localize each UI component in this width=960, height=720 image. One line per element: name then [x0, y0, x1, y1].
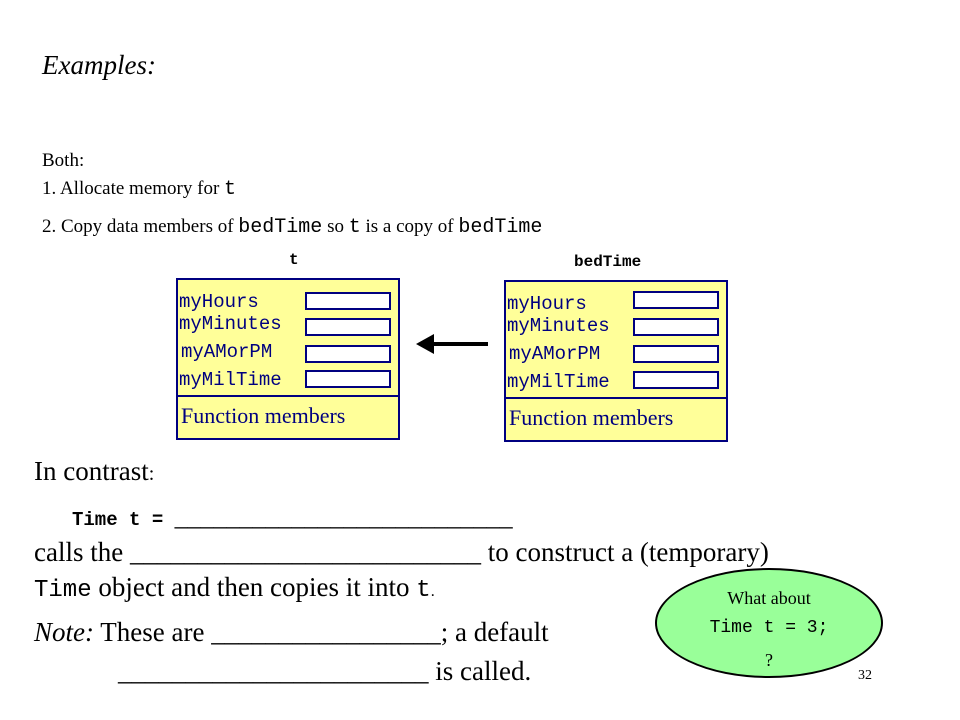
- contrast-code-line: Time t = __________________________: [72, 502, 513, 532]
- page-number: 32: [858, 668, 872, 683]
- calls-blank: __________________________: [129, 537, 481, 567]
- step-2-code-a: bedTime: [238, 216, 323, 239]
- member-label: myHours: [507, 293, 587, 315]
- copy-arrow-shaft: [430, 342, 488, 346]
- object-box-bedtime: myHours myMinutes myAMorPM myMilTime Fun…: [504, 280, 728, 442]
- note-label: Note:: [34, 617, 94, 647]
- member-value-slot: [633, 345, 719, 363]
- member-value-slot: [305, 345, 391, 363]
- note-blank-2: _______________________: [118, 656, 429, 686]
- question-bubble: What about Time t = 3; ?: [655, 568, 883, 678]
- function-members-label: Function members: [181, 403, 346, 428]
- member-label: myMilTime: [507, 371, 610, 393]
- step-2-text-c: is a copy of: [360, 216, 459, 237]
- member-label: myHours: [179, 291, 259, 313]
- note-text-c: is called.: [428, 656, 532, 686]
- step-2: 2. Copy data members of bedTime so t is …: [42, 216, 542, 239]
- both-label: Both:: [42, 150, 85, 171]
- note-text-b: ; a default: [440, 617, 549, 647]
- bubble-line-3: ?: [765, 650, 773, 670]
- member-value-slot: [305, 292, 391, 310]
- divider: [178, 395, 398, 397]
- bubble-line-1: What about: [727, 588, 811, 608]
- step-1-text: 1. Allocate memory for: [42, 178, 225, 199]
- note-blank-1: _________________: [211, 617, 441, 647]
- note-line-2: _______________________ is called.: [118, 656, 531, 687]
- function-members-label: Function members: [509, 405, 674, 430]
- member-value-slot: [305, 318, 391, 336]
- left-arrow-icon: [416, 334, 434, 354]
- step-2-code-b: t: [348, 216, 361, 239]
- member-value-slot: [633, 371, 719, 389]
- object-box-t: myHours myMinutes myAMorPM myMilTime Fun…: [176, 278, 400, 440]
- object-label-t: t: [289, 251, 299, 269]
- step-1-code: t: [224, 178, 237, 201]
- member-label: myMinutes: [507, 315, 610, 337]
- calls-text-b: to construct a (temporary): [480, 537, 769, 567]
- line3-end: .: [430, 583, 435, 600]
- step-2-code-c: bedTime: [458, 216, 543, 239]
- calls-text-a: calls the: [34, 537, 130, 567]
- contrast-label: In contrast: [34, 456, 149, 486]
- line3-code: Time: [34, 577, 92, 604]
- member-value-slot: [633, 318, 719, 336]
- note-line-1: Note: These are _________________; a def…: [34, 617, 549, 648]
- line3-text: object and then copies it into: [91, 572, 417, 602]
- note-text-a: These are: [94, 617, 212, 647]
- contrast-heading: In contrast:: [34, 456, 154, 487]
- step-2-text-b: so: [322, 216, 349, 237]
- object-label-bedtime: bedTime: [574, 253, 642, 271]
- member-label: myMinutes: [179, 313, 282, 335]
- contrast-colon: :: [148, 463, 155, 485]
- member-value-slot: [305, 370, 391, 388]
- contrast-blank: __________________________: [174, 502, 513, 531]
- contrast-object-line: Time object and then copies it into t.: [34, 572, 435, 604]
- divider: [506, 397, 726, 399]
- slide-heading: Examples:: [42, 50, 156, 80]
- contrast-code: Time t =: [72, 509, 175, 531]
- contrast-calls-line: calls the __________________________ to …: [34, 537, 769, 568]
- step-1: 1. Allocate memory for t: [42, 178, 236, 201]
- member-value-slot: [633, 291, 719, 309]
- bubble-line-2: Time t = 3;: [709, 618, 829, 638]
- member-label: myAMorPM: [181, 341, 273, 363]
- member-label: myMilTime: [179, 369, 282, 391]
- step-2-text-a: 2. Copy data members of: [42, 216, 239, 237]
- member-label: myAMorPM: [509, 343, 601, 365]
- line3-code2: t: [416, 577, 431, 604]
